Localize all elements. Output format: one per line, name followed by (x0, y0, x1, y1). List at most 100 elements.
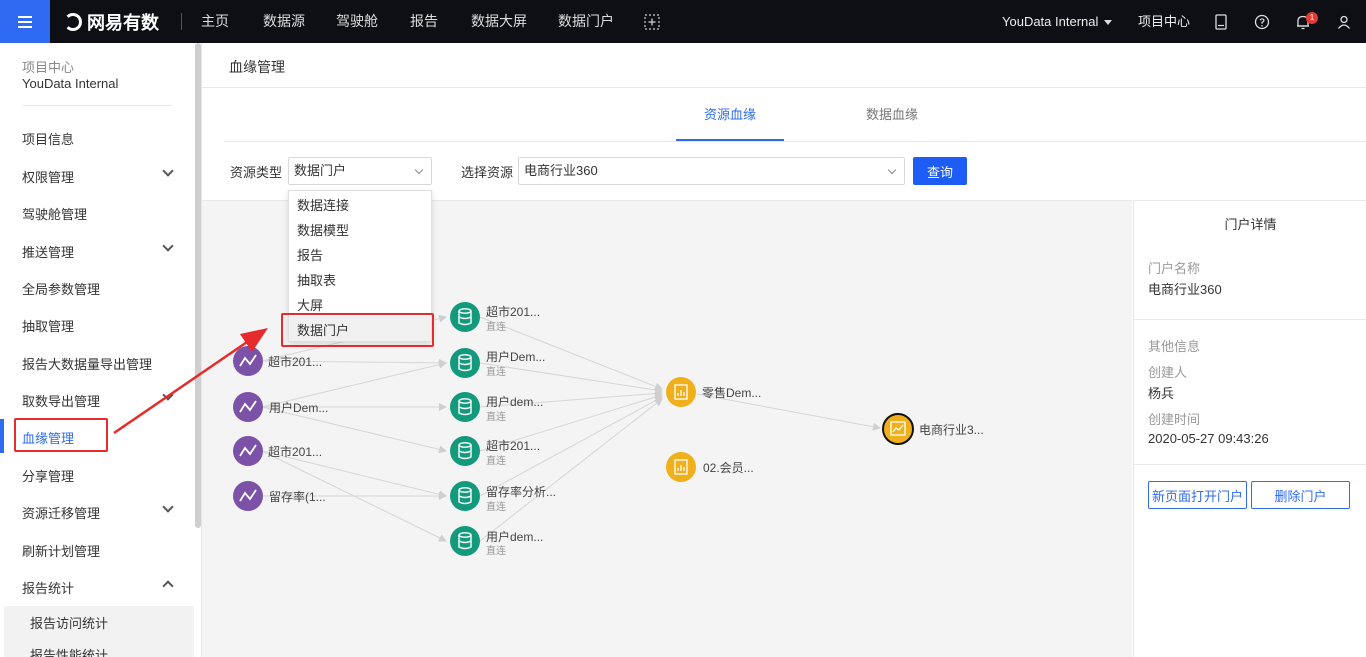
tab-data-lineage[interactable]: 数据血缘 (866, 107, 919, 122)
sidebar-item-report-stats[interactable]: 报告统计 (22, 581, 75, 596)
nav-home[interactable]: 主页 (201, 13, 229, 29)
report-node-label[interactable]: 02.会员... (703, 461, 754, 475)
help-icon[interactable] (1253, 13, 1271, 31)
model-node-label[interactable]: 超市201... (486, 439, 541, 453)
nav-portal[interactable]: 数据门户 (558, 13, 614, 29)
dropdown-option-model[interactable]: 数据模型 (297, 223, 350, 238)
model-node-label[interactable]: 用户Dem... (486, 350, 546, 364)
logo-icon (64, 13, 82, 31)
sidebar-item-refresh-plan[interactable]: 刷新计划管理 (22, 544, 101, 559)
model-node-label[interactable]: 用户dem... (486, 530, 544, 544)
report-nodes (666, 377, 696, 482)
org-switcher[interactable]: YouData Internal (1002, 0, 1113, 43)
sidebar-item-project-info[interactable]: 项目信息 (22, 132, 75, 147)
nav-bigscreen[interactable]: 数据大屏 (471, 13, 527, 29)
nav-datasource[interactable]: 数据源 (263, 13, 305, 29)
sidebar-item-big-export[interactable]: 报告大数据量导出管理 (22, 357, 153, 372)
tabs-divider (224, 141, 1366, 142)
active-indicator (0, 419, 4, 453)
model-node-sub: 直连 (486, 456, 506, 467)
dropdown-option-bigscreen[interactable]: 大屏 (297, 298, 324, 313)
resource-select-value: 电商行业360 (524, 163, 598, 178)
portal-detail-panel: 门户详情 门户名称 电商行业360 其他信息 创建人 杨兵 创建时间 2020-… (1133, 200, 1366, 657)
other-info-label: 其他信息 (1148, 339, 1201, 354)
panel-title: 门户详情 (1224, 217, 1277, 232)
source-nodes (233, 346, 263, 511)
sidebar: 项目中心 YouData Internal 项目信息 权限管理 驾驶舱管理 推送… (0, 43, 202, 657)
dropdown-option-connection[interactable]: 数据连接 (297, 198, 350, 213)
highlight-box-dropdown (281, 313, 434, 347)
model-node-label[interactable]: 留存率分析... (486, 485, 557, 499)
project-name: YouData Internal (22, 76, 119, 91)
add-icon[interactable] (643, 13, 661, 31)
portal-node-label[interactable]: 电商行业3... (919, 423, 984, 437)
sidebar-item-migration[interactable]: 资源迁移管理 (22, 506, 101, 521)
report-node-label[interactable]: 零售Dem... (702, 386, 762, 400)
org-name: YouData Internal (1002, 14, 1099, 29)
dropdown-option-portal[interactable]: 数据门户 (297, 323, 350, 338)
delete-portal-button[interactable]: 删除门户 (1251, 481, 1350, 509)
sidebar-item-lineage[interactable]: 血缘管理 (22, 431, 75, 446)
sidebar-item-cockpit-mgmt[interactable]: 驾驶舱管理 (22, 207, 88, 222)
dropdown-option-report[interactable]: 报告 (297, 248, 324, 263)
source-node-label[interactable]: 超市201... (268, 355, 323, 369)
panel-divider (1134, 464, 1366, 465)
model-node-sub: 直连 (486, 546, 506, 557)
created-time-value: 2020-05-27 09:43:26 (1148, 431, 1269, 446)
nav-cockpit[interactable]: 驾驶舱 (336, 13, 378, 29)
resource-type-select[interactable]: 数据门户 (288, 157, 432, 185)
model-node-label[interactable]: 用户dem... (486, 395, 544, 409)
brand-name: 网易有数 (87, 13, 159, 33)
sidebar-subitem-visit-stats[interactable]: 报告访问统计 (30, 616, 109, 631)
lineage-canvas[interactable]: 超市201... 用户Dem... 超市201... 留存率(1... 超市20… (202, 200, 1132, 657)
lineage-edges (261, 314, 881, 542)
created-time-label: 创建时间 (1148, 412, 1201, 427)
resource-select[interactable]: 电商行业360 (518, 157, 905, 185)
open-portal-button[interactable]: 新页面打开门户 (1148, 481, 1247, 509)
hamburger-icon (18, 20, 32, 23)
brand-logo[interactable]: 网易有数 (64, 9, 159, 35)
tab-resource-lineage[interactable]: 资源血缘 (704, 107, 757, 122)
sidebar-item-fetch-export[interactable]: 取数导出管理 (22, 394, 101, 409)
sidebar-item-push-mgmt[interactable]: 推送管理 (22, 245, 75, 260)
notification-badge: 1 (1306, 12, 1318, 24)
menu-toggle-button[interactable] (0, 0, 50, 43)
sidebar-scrollbar[interactable] (195, 43, 201, 528)
model-node-sub: 直连 (486, 322, 506, 333)
nav-report[interactable]: 报告 (410, 13, 438, 29)
model-nodes (450, 302, 480, 556)
source-node-label[interactable]: 超市201... (268, 445, 323, 459)
model-node-sub: 直连 (486, 367, 506, 378)
creator-label: 创建人 (1148, 365, 1188, 380)
book-icon[interactable] (1212, 13, 1230, 31)
sidebar-item-global-params[interactable]: 全局参数管理 (22, 282, 101, 297)
sidebar-subitem-perf-stats[interactable]: 报告性能统计 (30, 648, 109, 657)
portal-name-label: 门户名称 (1148, 261, 1201, 276)
highlight-box-sidebar (14, 418, 108, 452)
source-node-label[interactable]: 留存率(1... (269, 490, 326, 504)
sidebar-item-share[interactable]: 分享管理 (22, 469, 75, 484)
sidebar-divider (22, 105, 172, 106)
query-button[interactable]: 查询 (913, 157, 967, 185)
creator-value: 杨兵 (1148, 386, 1175, 401)
caret-down-icon (1104, 20, 1113, 26)
dropdown-hover-highlight (289, 316, 431, 341)
resource-select-label: 选择资源 (461, 165, 514, 180)
tab-active-underline (676, 139, 784, 141)
model-node-sub: 直连 (486, 502, 506, 513)
sidebar-item-extract-mgmt[interactable]: 抽取管理 (22, 319, 75, 334)
top-divider (181, 13, 182, 30)
resource-type-value: 数据门户 (294, 163, 347, 178)
project-center-link[interactable]: 项目中心 (1138, 14, 1191, 29)
model-node-label[interactable]: 超市201... (486, 305, 541, 319)
resource-type-dropdown: 数据连接 数据模型 报告 抽取表 大屏 数据门户 (288, 190, 432, 342)
panel-divider (1134, 319, 1366, 320)
portal-name-value: 电商行业360 (1148, 282, 1222, 297)
submenu-background (4, 606, 194, 657)
user-icon[interactable] (1335, 13, 1353, 31)
dropdown-option-extract[interactable]: 抽取表 (297, 273, 337, 288)
source-node-label[interactable]: 用户Dem... (269, 401, 329, 415)
portal-node (882, 413, 914, 445)
sidebar-item-permissions[interactable]: 权限管理 (22, 170, 75, 185)
